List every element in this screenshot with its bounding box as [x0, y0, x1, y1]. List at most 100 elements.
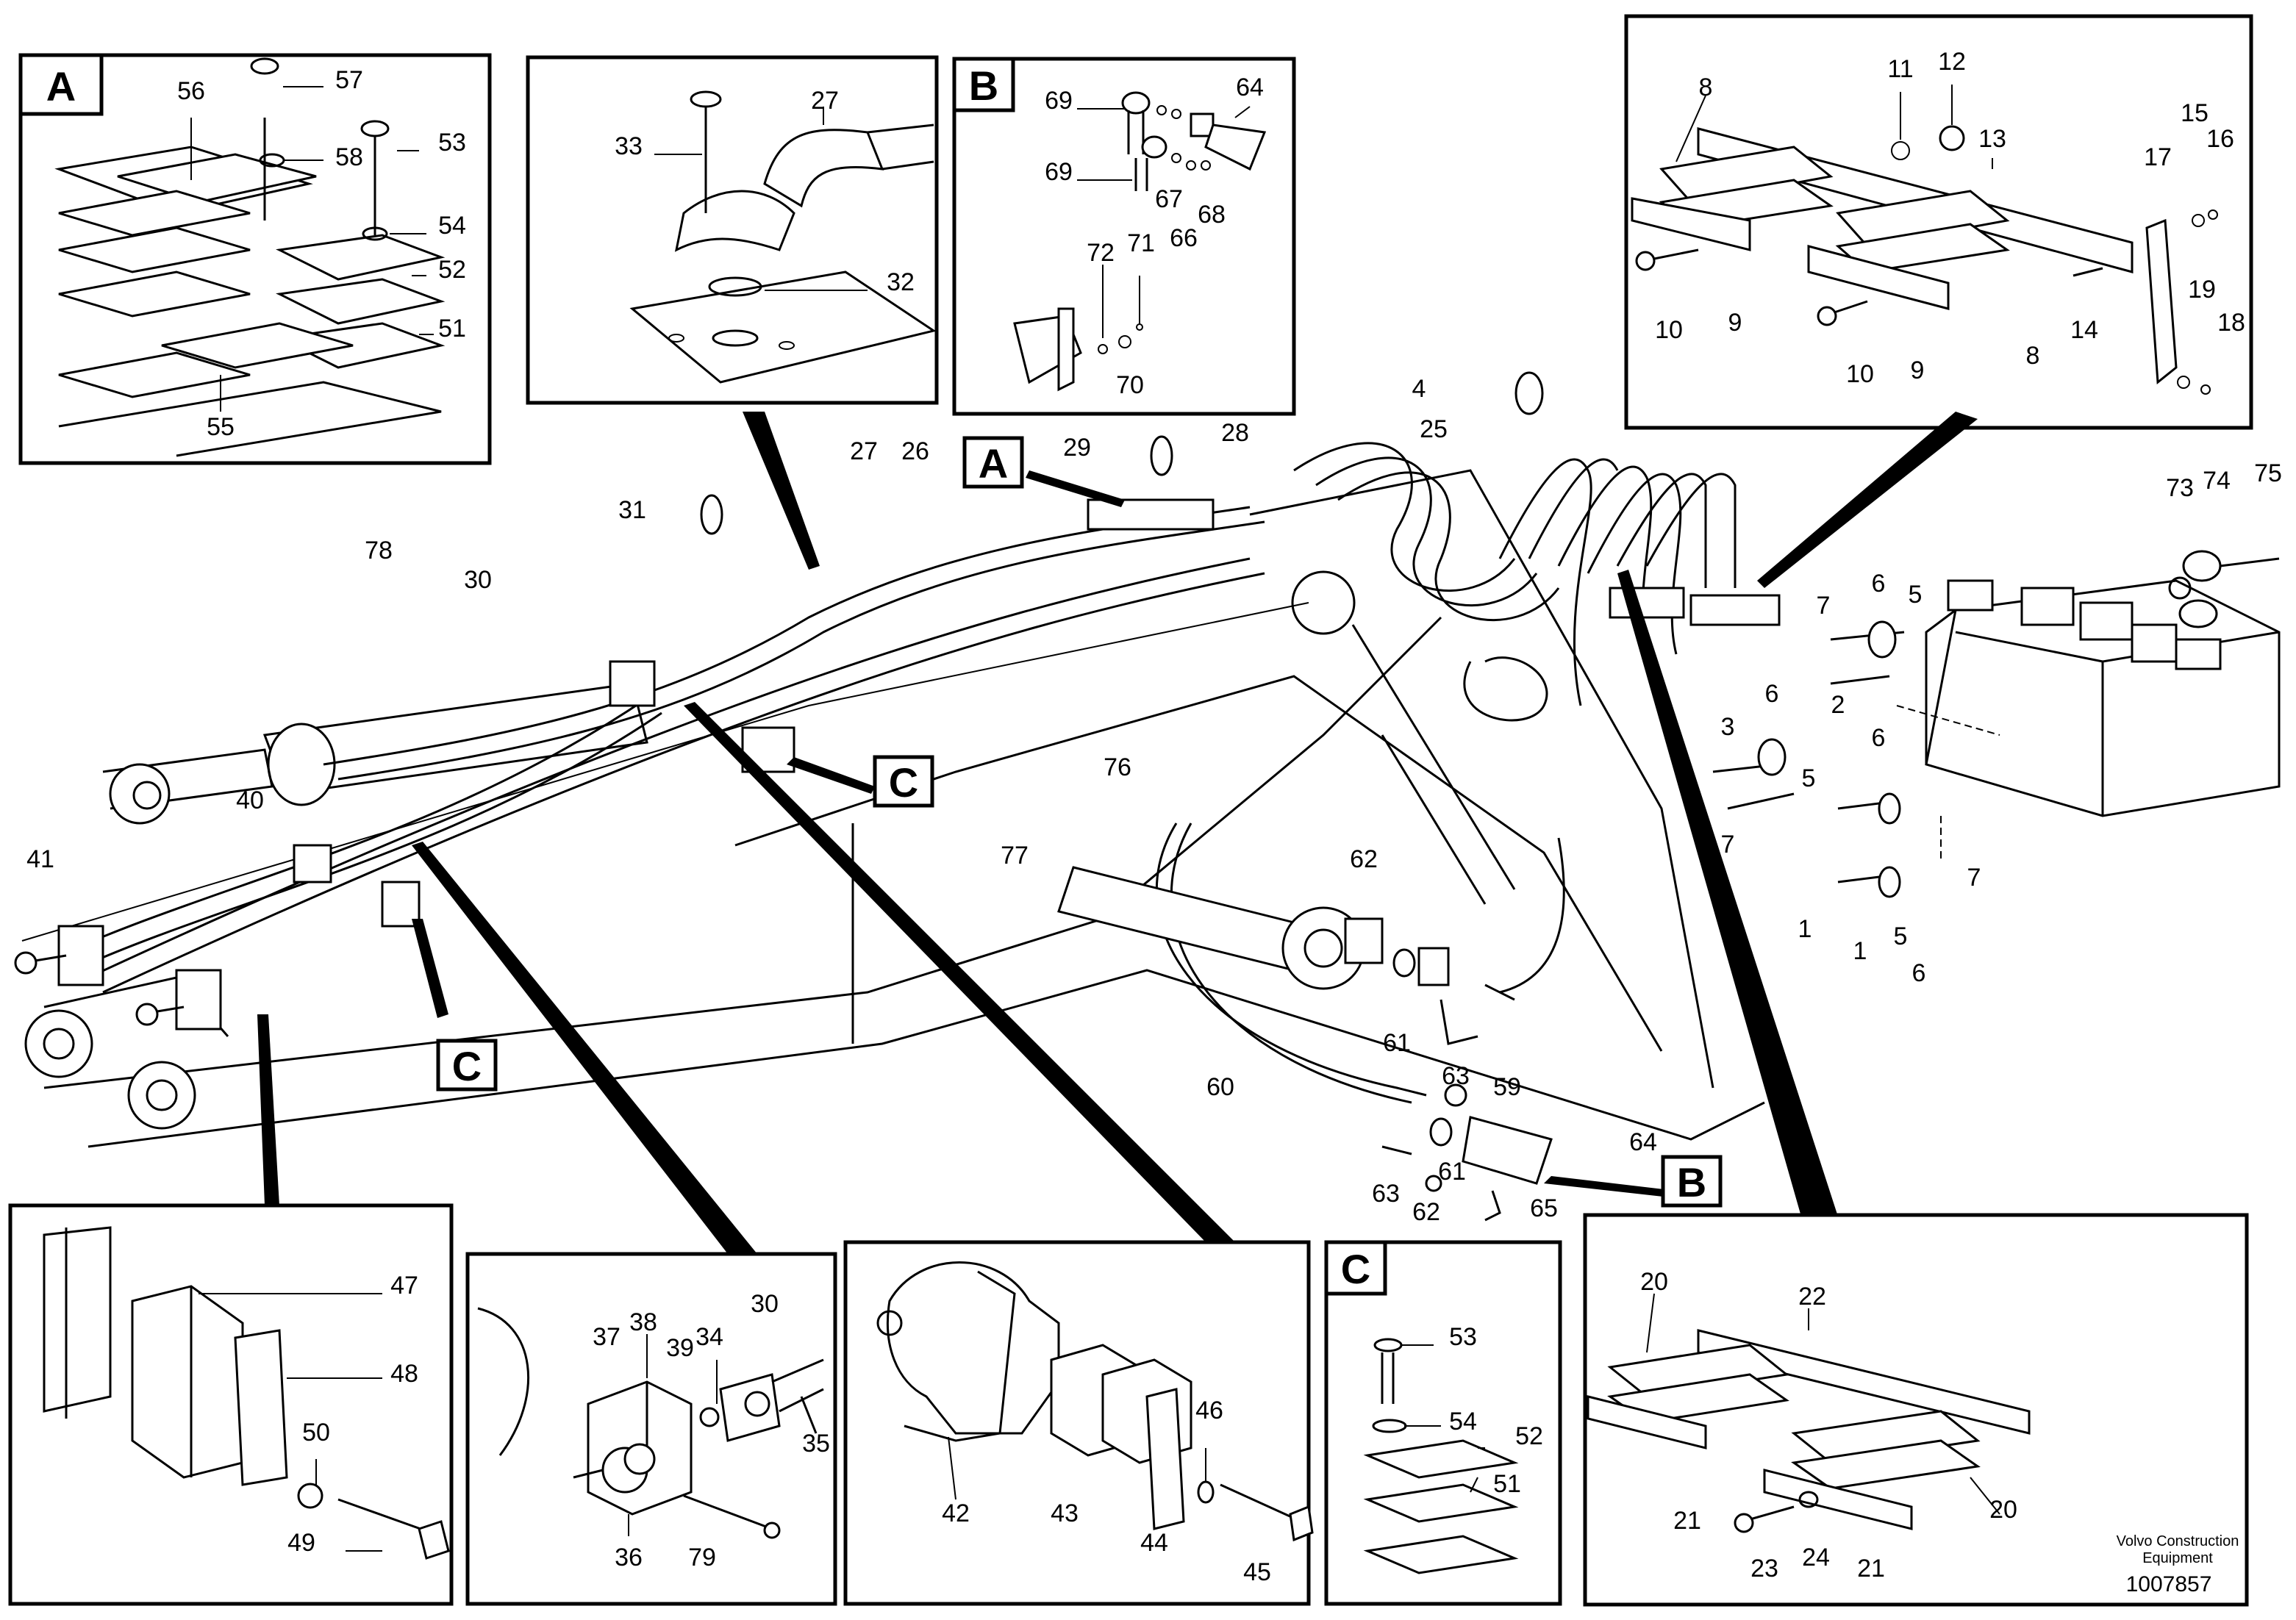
callout-p80: 38 — [629, 1308, 657, 1336]
callout-p14: 69 — [1045, 158, 1073, 186]
callout-p13: 64 — [1236, 74, 1264, 101]
callout-p69: 59 — [1493, 1073, 1521, 1101]
callout-p66: 62 — [1350, 845, 1378, 873]
callout-p30: 10 — [1846, 360, 1874, 388]
callout-p55: 7 — [1721, 831, 1735, 859]
callout-p7: 51 — [438, 315, 466, 343]
callout-p24: 13 — [1978, 125, 2006, 153]
callout-p31: 9 — [1911, 356, 1925, 384]
callout-p87: 79 — [688, 1544, 716, 1571]
callout-p95: 52 — [1515, 1422, 1543, 1450]
callout-p47: 75 — [2254, 459, 2282, 487]
callout-p49: 6 — [1872, 570, 1886, 598]
callout-p2: 56 — [177, 77, 205, 105]
callout-p83: 34 — [695, 1323, 723, 1351]
callout-p89: 43 — [1051, 1499, 1079, 1527]
callout-p68: 63 — [1442, 1062, 1470, 1090]
callout-p35: 18 — [2217, 309, 2245, 337]
callout-p17: 68 — [1198, 201, 1226, 229]
main-assembly — [14, 371, 2281, 1222]
callout-p3: 58 — [335, 143, 363, 171]
callout-p18: 72 — [1087, 239, 1115, 267]
callout-p65: 41 — [26, 845, 54, 873]
credit-line-2: Equipment — [2142, 1550, 2213, 1566]
callout-p76: 47 — [390, 1272, 418, 1300]
detail-panel-a: A — [18, 53, 492, 465]
main-letter-c-left: C — [452, 1043, 482, 1089]
callout-p96: 51 — [1493, 1470, 1521, 1498]
detail-panel-hose-clamps-bottom — [1583, 1213, 2249, 1607]
callout-p82: 37 — [593, 1323, 621, 1351]
callout-p52: 3 — [1721, 713, 1735, 741]
callout-p91: 44 — [1140, 1529, 1168, 1557]
detail-panel-hose-clamps-top — [1624, 14, 2253, 430]
callout-p92: 45 — [1243, 1558, 1271, 1586]
callout-p6: 52 — [438, 256, 466, 284]
callout-p90: 46 — [1195, 1397, 1223, 1424]
callout-p59: 1 — [1853, 937, 1867, 965]
main-letter-c-right: C — [889, 759, 918, 806]
callout-p85: 35 — [802, 1430, 830, 1458]
callout-p94: 54 — [1449, 1408, 1477, 1436]
callout-p71: 64 — [1629, 1128, 1657, 1156]
callout-p27: 17 — [2144, 143, 2172, 171]
callout-p77: 48 — [390, 1360, 418, 1388]
detail-panel-b: B — [952, 57, 1296, 416]
callout-p25: 15 — [2181, 99, 2209, 127]
document-number: 1007857 — [2126, 1572, 2212, 1596]
callout-p98: 22 — [1798, 1283, 1826, 1311]
callout-p70: 60 — [1206, 1073, 1234, 1101]
callout-p64: 40 — [236, 786, 264, 814]
detail-panel-c: C — [1324, 1240, 1562, 1606]
callout-p28: 10 — [1655, 316, 1683, 344]
credit-block: Volvo Construction Equipment 1007857 — [2117, 1533, 2239, 1596]
callout-p36: 4 — [1412, 375, 1426, 403]
detail-panel-clamp-bolt — [8, 1203, 454, 1606]
callout-p88: 42 — [942, 1499, 970, 1527]
callout-p11: 32 — [887, 268, 915, 296]
callout-p51: 2 — [1831, 691, 1845, 719]
callout-p48: 7 — [1817, 592, 1831, 620]
callout-p5: 54 — [438, 212, 466, 240]
callout-p22: 11 — [1887, 55, 1913, 83]
callout-p103: 20 — [1989, 1496, 2017, 1524]
callout-p46: 74 — [2203, 467, 2231, 495]
credit-line-1: Volvo Construction — [2117, 1533, 2239, 1549]
main-letter-b: B — [1677, 1159, 1706, 1205]
callout-p101: 24 — [1802, 1544, 1830, 1571]
callout-p9: 33 — [615, 132, 643, 160]
panel-a-letter: A — [46, 63, 76, 110]
callout-p16: 66 — [1170, 224, 1198, 252]
callout-p97: 20 — [1640, 1268, 1668, 1296]
main-letter-a: A — [979, 440, 1008, 487]
callout-p50: 5 — [1909, 581, 1923, 609]
callout-p54: 5 — [1802, 764, 1816, 792]
callout-p45: 73 — [2166, 474, 2194, 502]
callout-p33: 14 — [2070, 316, 2098, 344]
callout-p84: 30 — [751, 1290, 779, 1318]
callout-p60: 5 — [1894, 922, 1908, 950]
callout-p74: 62 — [1412, 1198, 1440, 1226]
callout-p39: 29 — [1063, 434, 1091, 462]
callout-p56: 6 — [1872, 724, 1886, 752]
callout-p40: 27 — [850, 437, 878, 465]
callout-p38: 28 — [1221, 419, 1249, 447]
detail-panel-pipe-clamp — [843, 1240, 1314, 1606]
main-letter-boxes: A B C C — [436, 436, 1723, 1208]
callout-p73: 61 — [1438, 1158, 1466, 1186]
detail-panel-swivel — [465, 1252, 837, 1606]
callout-p72: 63 — [1372, 1180, 1400, 1208]
callout-p102: 21 — [1857, 1555, 1885, 1583]
callout-p19: 71 — [1127, 229, 1155, 257]
callout-p81: 39 — [666, 1334, 694, 1362]
callout-p53: 6 — [1765, 680, 1779, 708]
callout-p29: 9 — [1728, 309, 1742, 337]
panel-c-letter: C — [1341, 1246, 1370, 1292]
callout-p78: 50 — [302, 1419, 330, 1447]
callout-p57: 7 — [1967, 864, 1981, 892]
callout-p43: 78 — [365, 537, 393, 565]
callout-p8: 55 — [207, 413, 235, 441]
callout-p99: 21 — [1673, 1507, 1701, 1535]
